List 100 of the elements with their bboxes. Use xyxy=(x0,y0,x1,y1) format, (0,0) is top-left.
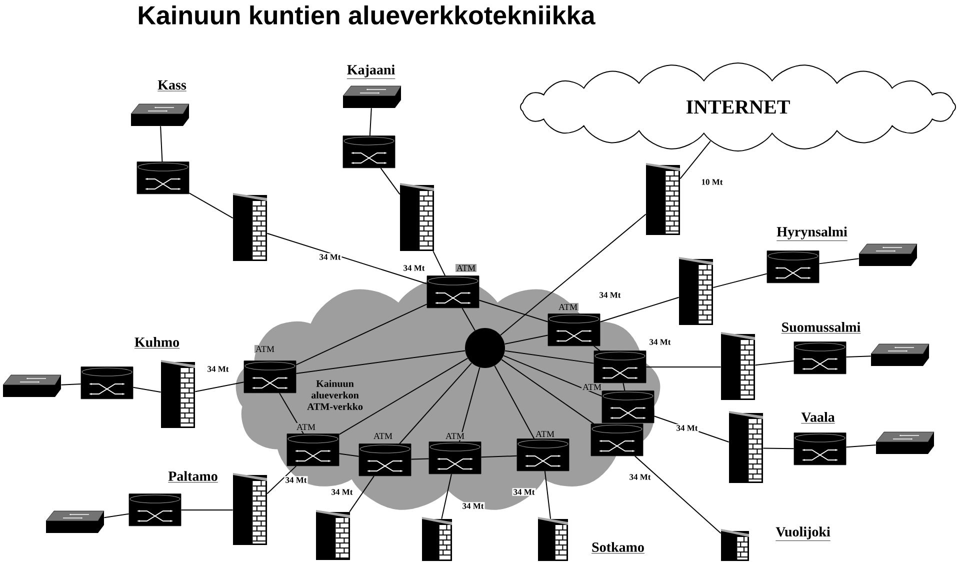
connection-line xyxy=(338,453,360,457)
connection-line xyxy=(503,355,602,397)
connection-line xyxy=(480,455,518,458)
connection-line xyxy=(369,108,372,136)
switch-icon xyxy=(876,432,934,454)
connection-line xyxy=(266,466,297,494)
switch-icon xyxy=(2,374,62,397)
title: Kainuun kuntien alueverkkotekniikka xyxy=(138,5,596,25)
firewall-icon xyxy=(316,510,350,560)
connection-line xyxy=(399,362,472,444)
atm-label: ATM xyxy=(456,264,476,272)
edge-label: 10 Mt xyxy=(700,178,724,186)
edge-label: 34 Mt xyxy=(318,253,342,261)
router-icon xyxy=(590,424,644,456)
connection-line xyxy=(296,304,428,366)
town-name: Vuolijoki xyxy=(775,526,831,541)
town-name: Kass xyxy=(157,80,187,92)
firewall-icon xyxy=(233,473,267,545)
edge-label: 34 Mt xyxy=(206,365,230,373)
connection-line xyxy=(846,444,876,448)
firewall-icon xyxy=(721,332,755,400)
connection-line xyxy=(194,382,244,392)
router-icon xyxy=(80,366,134,400)
firewall-icon xyxy=(161,360,195,428)
router-icon xyxy=(602,390,654,424)
connection-line xyxy=(762,448,794,450)
connection-line xyxy=(462,308,476,331)
connection-line xyxy=(338,358,468,435)
switch-icon xyxy=(870,344,930,366)
router-icon xyxy=(794,432,846,466)
firewall-icon xyxy=(538,517,568,561)
connection-line xyxy=(60,384,82,386)
router-icon xyxy=(244,360,296,394)
edge-label: 34 Mt xyxy=(402,264,426,272)
edge-label: 34 Mt xyxy=(512,488,536,496)
connection-line xyxy=(160,126,163,162)
connection-line xyxy=(266,232,428,284)
atm-label: ATM xyxy=(296,423,316,431)
town-name: Sotkamo xyxy=(591,542,645,554)
edge-label: 34 Mt xyxy=(284,476,308,484)
router-icon xyxy=(428,442,482,474)
firewall-icon xyxy=(646,163,680,235)
connection-line xyxy=(478,300,548,322)
router-icon xyxy=(594,350,646,384)
hub-circle xyxy=(465,328,505,368)
connection-line xyxy=(188,192,234,219)
connection-line xyxy=(846,356,872,358)
firewall-icon xyxy=(729,411,764,483)
connection-line xyxy=(501,359,594,424)
atm-label: ATM xyxy=(582,383,602,391)
connection-line xyxy=(494,365,535,440)
town-name: Kuhmo xyxy=(134,337,180,349)
edge-label: 34 Mt xyxy=(628,473,652,481)
router-icon xyxy=(426,276,480,308)
connection-line xyxy=(646,366,722,368)
connection-line xyxy=(504,334,548,344)
connection-line xyxy=(712,273,768,288)
connection-line xyxy=(600,296,680,322)
connection-line xyxy=(754,360,794,366)
firewall-icon xyxy=(422,517,452,561)
firewall-icon xyxy=(400,183,434,251)
switch-icon xyxy=(342,86,402,108)
router-icon xyxy=(548,314,600,346)
switch-icon xyxy=(858,244,918,266)
town-name: Hyrynsalmi xyxy=(776,226,848,241)
atm-label: ATM xyxy=(254,345,276,353)
connection-line xyxy=(500,214,646,336)
router-icon xyxy=(516,438,570,472)
connection-line xyxy=(622,382,626,392)
switch-icon xyxy=(130,104,190,126)
firewall-icon xyxy=(721,529,749,561)
town-name: Vaala xyxy=(800,412,836,424)
edge-label: 34 Mt xyxy=(461,502,485,510)
router-icon xyxy=(136,162,190,194)
edge-label: 34 Mt xyxy=(598,291,622,299)
router-icon xyxy=(286,434,340,466)
connection-line xyxy=(458,366,480,442)
atm-label: ATM xyxy=(444,432,466,440)
connection-line xyxy=(818,258,860,264)
connection-line xyxy=(593,346,600,352)
town-name: Suomussalmi xyxy=(781,322,861,334)
router-icon xyxy=(794,342,846,374)
edge-label: 34 Mt xyxy=(675,424,699,432)
edge-label: 34 Mt xyxy=(330,488,354,496)
connection-line xyxy=(504,350,594,364)
town-name: Paltamo xyxy=(168,471,218,483)
connection-line xyxy=(680,140,711,180)
town-name: Kajaani xyxy=(346,64,396,79)
connection-line xyxy=(296,350,466,374)
internet-cloud: INTERNET xyxy=(520,62,956,152)
connection-line xyxy=(132,386,162,393)
atm-label: ATM xyxy=(372,432,394,440)
connection-line xyxy=(654,416,730,443)
connection-line xyxy=(441,474,452,520)
connection-line xyxy=(349,476,374,512)
firewall-icon xyxy=(233,193,267,261)
connection-line xyxy=(634,456,722,534)
connection-line xyxy=(432,250,446,276)
atm-label: ATM xyxy=(534,430,556,438)
connection-line xyxy=(278,392,304,434)
